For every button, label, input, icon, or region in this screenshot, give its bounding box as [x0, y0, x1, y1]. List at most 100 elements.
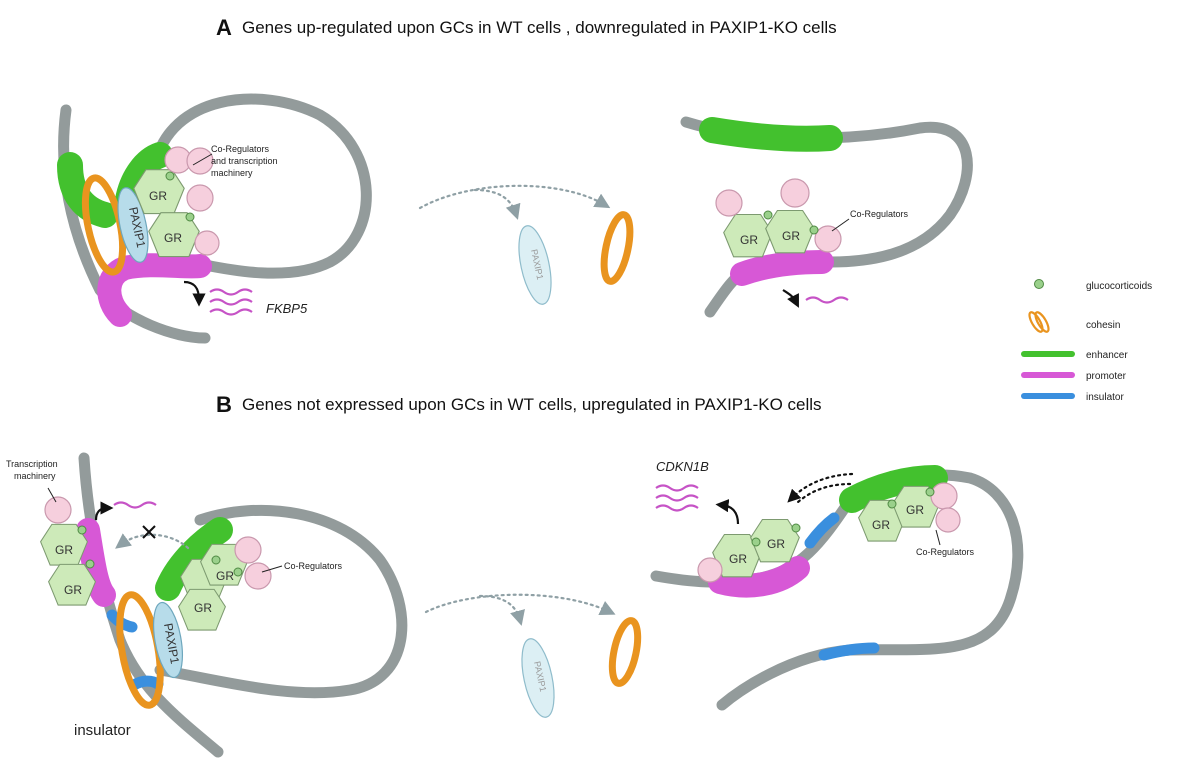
glucocorticoid: [211, 555, 221, 565]
coregulator: [186, 184, 214, 212]
mrna-wave-icon: [209, 288, 253, 316]
transition-arrow: [478, 594, 525, 626]
label-leader: [261, 565, 283, 573]
enhancer-segment: [699, 117, 843, 152]
enhancer-segment: [155, 517, 233, 601]
panel-a-ko-complex: GR GR Co-Regulators: [680, 116, 973, 318]
transcription-arrow: [183, 280, 206, 307]
coreg-label: Co-Regulators: [916, 547, 975, 557]
coregulator: [930, 482, 958, 510]
glucocorticoid: [751, 537, 761, 547]
coregulator: [780, 178, 810, 208]
paxip1-released: [518, 225, 552, 305]
coregulator: [234, 536, 262, 564]
panel-b-ko-complex: GR GR GR GR Co-Regulators CDKN1B: [650, 459, 1024, 711]
transcription-machinery: [44, 496, 72, 524]
glucocorticoid: [809, 225, 819, 235]
panel-a-transition: PAXIP1: [418, 184, 634, 305]
paxip1-protein: [152, 601, 184, 679]
panel-a-title: A Genes up-regulated upon GCs in WT cell…: [216, 15, 837, 40]
legend-label: cohesin: [1086, 320, 1120, 331]
transcription-machinery: [697, 557, 723, 583]
gr-label: GR: [194, 601, 212, 615]
gr-label: GR: [740, 233, 758, 247]
paxip1-protein: [117, 187, 149, 263]
coreg-label: Co-Regulators: [850, 209, 909, 219]
legend-label: promoter: [1086, 371, 1127, 382]
promoter-segment: [76, 518, 116, 607]
activation-arrow: [787, 472, 854, 503]
panel-b-letter: B: [216, 392, 232, 417]
insulator-segment: [818, 642, 880, 661]
coreg-label: machinery: [211, 168, 253, 178]
coregulator: [715, 189, 743, 217]
transition-arrow: [424, 593, 616, 615]
panel-b-transition: PAXIP1: [424, 593, 642, 718]
gr-label: GR: [906, 503, 924, 517]
glucocorticoid: [165, 171, 175, 181]
gr-label: GR: [64, 583, 82, 597]
glucocorticoid: [85, 559, 95, 569]
panel-b-title: B Genes not expressed upon GCs in WT cel…: [216, 392, 822, 417]
tm-label: Transcription: [6, 459, 58, 469]
glucocorticoid: [185, 212, 195, 222]
gr-label: GR: [872, 518, 890, 532]
label-leader: [935, 529, 941, 546]
mrna-wave-icon: [655, 484, 699, 512]
promoter-segment: [730, 250, 834, 286]
transcription-arrow: [94, 501, 114, 521]
blocked-interaction-arrow: [115, 533, 190, 550]
coregulator: [935, 507, 961, 533]
panel-b-title-text: Genes not expressed upon GCs in WT cells…: [242, 395, 822, 414]
enhancer-segment: [839, 465, 948, 513]
glucocorticoid: [791, 523, 801, 533]
enhancer-segment: [57, 152, 118, 228]
label-leader: [47, 487, 57, 503]
glucocorticoid: [925, 487, 935, 497]
panel-a-wt-complex: PAXIP1 GR GR Co-Regulators and transcrip…: [57, 93, 372, 344]
insulator-segment: [804, 512, 840, 549]
gr-label: GR: [767, 537, 785, 551]
label-leader: [831, 218, 850, 232]
paxip1-released: [521, 638, 555, 718]
panel-b-wt-complex: PAXIP1 GR GR Transcription machinery GR …: [6, 452, 408, 758]
cohesin-released: [600, 211, 634, 285]
panel-a-letter: A: [216, 15, 232, 40]
transition-arrow: [418, 184, 611, 210]
legend-label: glucocorticoids: [1086, 281, 1152, 292]
insulator-segment: [128, 675, 164, 691]
legend-label: enhancer: [1086, 350, 1128, 361]
insulator-label: insulator: [74, 722, 131, 739]
gr-label: GR: [782, 229, 800, 243]
coreg-label: and transcription: [211, 156, 278, 166]
transition-arrow: [473, 188, 521, 220]
coreg-label: Co-Regulators: [211, 144, 270, 154]
coreg-label: Co-Regulators: [284, 561, 343, 571]
glucocorticoid: [233, 567, 243, 577]
label-leader: [192, 153, 213, 166]
dna-strand: [650, 469, 1024, 711]
tm-label: machinery: [14, 471, 56, 481]
blocked-x-icon: [142, 525, 156, 539]
gr-label: GR: [55, 543, 73, 557]
gr-label: GR: [164, 231, 182, 245]
mrna-wave-icon: [113, 501, 157, 509]
mrna-wave-icon: [805, 296, 849, 304]
legend-label: insulator: [1086, 392, 1124, 403]
gr-label: GR: [216, 569, 234, 583]
coregulator: [244, 562, 272, 590]
dna-loop: [154, 504, 408, 699]
glucocorticoid: [887, 499, 897, 509]
glucocorticoid: [77, 525, 87, 535]
cohesin-released: [608, 617, 642, 687]
dna-loop: [149, 93, 372, 279]
cohesin-ring-icon: [1028, 311, 1050, 333]
transcription-arrow: [715, 499, 740, 525]
glucocorticoid-dot-icon: [1034, 279, 1044, 289]
panel-a-title-text: Genes up-regulated upon GCs in WT cells …: [242, 18, 837, 37]
legend: glucocorticoids cohesin enhancer promote…: [1021, 279, 1152, 403]
coregulator: [194, 230, 220, 256]
gene-name: CDKN1B: [656, 459, 709, 474]
transcription-arrow: [782, 289, 799, 308]
